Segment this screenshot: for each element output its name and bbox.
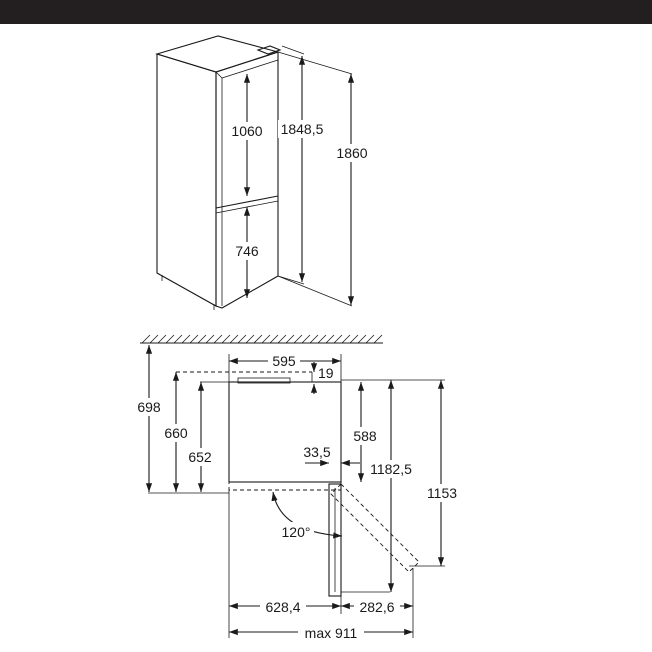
wall-hatching <box>141 334 383 344</box>
dim-label-depth-door-open: 1182,5 <box>370 461 412 477</box>
dim-label-bg-698 <box>134 398 164 416</box>
top-header-bar <box>0 0 652 24</box>
dim-label-max-width: max 911 <box>305 625 358 641</box>
dim-label-height-without-hinge: 1848,5 <box>281 121 324 137</box>
dim-label-depth-max: 1153 <box>427 485 457 501</box>
dim-label-cabinet-depth: 652 <box>188 449 212 465</box>
angle-label-door: 120° <box>282 524 311 540</box>
open-door <box>328 483 342 597</box>
dim-label-fridge-height: 1060 <box>231 123 262 139</box>
ext-line-bottom-2 <box>277 275 353 307</box>
dim-label-bg-746 <box>232 242 262 260</box>
angle-label-bg <box>278 522 314 540</box>
dim-label-right-width: 282,6 <box>359 599 394 615</box>
dim-label-bg-1182 <box>368 460 414 478</box>
dim-label-bg-1060 <box>228 122 266 140</box>
dim-label-bg-660 <box>161 424 191 442</box>
dim-label-bg-911 <box>298 624 364 640</box>
dim-label-bg-1848 <box>278 120 328 138</box>
dim-label-width: 595 <box>272 353 296 369</box>
dim-label-bg-652 <box>186 448 216 466</box>
ext-line-top <box>277 51 353 75</box>
dim-label-total-height: 1860 <box>336 145 367 161</box>
dim-label-bg-1153 <box>424 484 460 502</box>
dim-label-bg-282 <box>354 598 400 614</box>
dim-label-bg-595 <box>268 352 300 368</box>
dim-label-freezer-height: 746 <box>235 243 259 259</box>
ext-line-hinge <box>281 45 305 55</box>
dim-label-wall-to-door-outer: 698 <box>137 399 161 415</box>
dim-label-left-width: 628,4 <box>265 599 300 615</box>
fridge-top-view: 595 19 698 660 652 588 33,5 1182,5 1153 <box>134 334 460 641</box>
hinge-block <box>256 45 282 55</box>
dim-label-wall-to-door: 660 <box>164 425 188 441</box>
fridge-perspective-view: 1060 746 1848,5 1860 <box>155 35 370 310</box>
cabinet-outline <box>228 381 342 483</box>
fridge-side-face <box>156 53 217 307</box>
dim-label-door-thickness: 33,5 <box>303 444 330 460</box>
dim-label-door-open-depth: 588 <box>353 428 377 444</box>
dim-label-bg-588 <box>352 427 382 445</box>
fridge-top-face <box>155 35 280 73</box>
dim-label-bg-1860 <box>334 144 370 162</box>
dim-label-bg-628 <box>260 598 306 614</box>
door-top-line <box>221 59 279 79</box>
closed-door-dashed <box>228 481 342 491</box>
dim-label-hinge-offset: 19 <box>318 365 334 381</box>
swung-door-dashed <box>330 483 420 573</box>
hinge-plate <box>237 377 291 384</box>
door-split-line <box>215 195 279 209</box>
door-edge-top <box>215 71 223 79</box>
